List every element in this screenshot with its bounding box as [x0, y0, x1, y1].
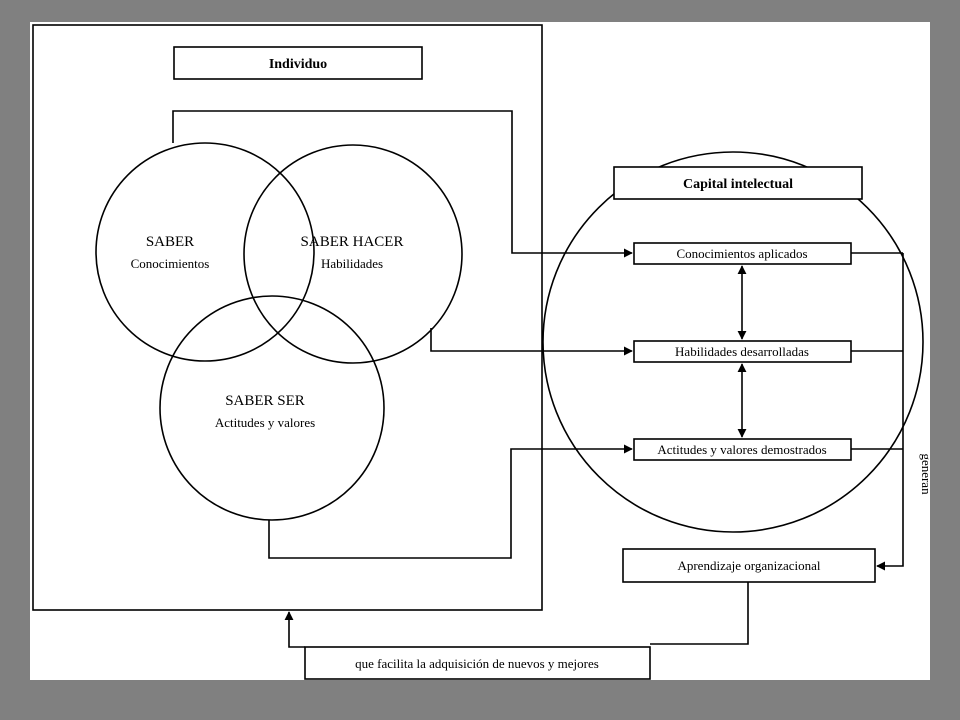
facilita-label: que facilita la adquisición de nuevos y …: [355, 656, 599, 671]
generan-connector: [876, 253, 904, 571]
diagram-svg: Individuo SABER Conocimientos SABER HACE…: [32, 24, 930, 680]
feedback-arrow: [284, 611, 305, 648]
capital-title-box: [613, 166, 863, 200]
diagram-canvas: Individuo SABER Conocimientos SABER HACE…: [30, 22, 930, 680]
saber-title: SABER: [146, 234, 194, 250]
capital-title: Capital intelectual: [683, 177, 793, 192]
individuo-frame: [32, 24, 543, 611]
saber-circle: [95, 142, 315, 362]
connector-saber-hacer: [430, 328, 633, 356]
facilita-box: [304, 646, 651, 680]
capital-circle: [542, 151, 924, 533]
feedback-line-1: [650, 582, 749, 645]
individuo-title: Individuo: [269, 57, 327, 72]
generan-label: generan: [919, 453, 930, 495]
saber-ser-title: SABER SER: [225, 393, 305, 409]
saber-ser-subtitle: Actitudes y valores: [215, 415, 315, 430]
saber-hacer-title: SABER HACER: [301, 234, 404, 250]
individuo-title-box: [173, 46, 423, 80]
capital-item-conocimientos-label: Conocimientos aplicados: [676, 246, 807, 261]
capital-item-actitudes-label: Actitudes y valores demostrados: [657, 442, 826, 457]
saber-subtitle: Conocimientos: [131, 256, 210, 271]
connector-saber: [172, 110, 633, 258]
saber-hacer-circle: [243, 144, 463, 364]
capital-item-habilidades-label: Habilidades desarrolladas: [675, 344, 809, 359]
aprendizaje-box: [622, 548, 876, 583]
aprendizaje-label: Aprendizaje organizacional: [677, 558, 820, 573]
saber-hacer-subtitle: Habilidades: [321, 256, 383, 271]
saber-ser-circle: [159, 295, 385, 521]
connector-saber-ser: [268, 444, 633, 559]
